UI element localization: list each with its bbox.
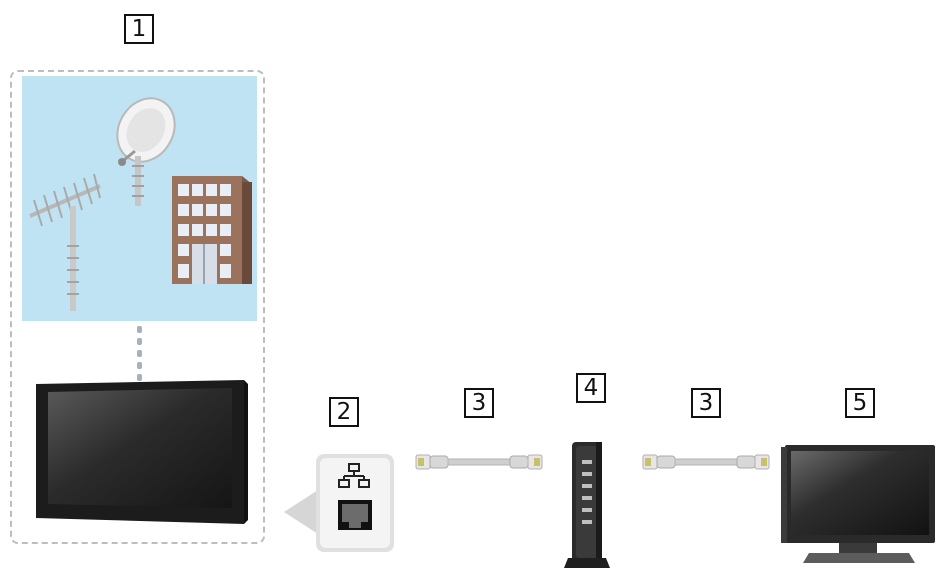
lan-port-icon <box>278 450 398 560</box>
label-3-second: 3 <box>691 388 721 418</box>
television-icon <box>779 437 939 567</box>
label-1: 1 <box>124 14 154 44</box>
label-4: 4 <box>576 373 606 403</box>
lan-cable-icon <box>641 447 771 477</box>
lan-cable-icon <box>414 447 544 477</box>
label-5: 5 <box>845 388 875 418</box>
label-3-first: 3 <box>464 388 494 418</box>
television-icon <box>30 378 250 528</box>
signal-source-panel <box>22 76 257 321</box>
broadband-router-icon <box>560 420 620 570</box>
label-2: 2 <box>329 397 359 427</box>
apartment-building-icon <box>22 76 257 321</box>
connection-dots <box>130 324 150 384</box>
